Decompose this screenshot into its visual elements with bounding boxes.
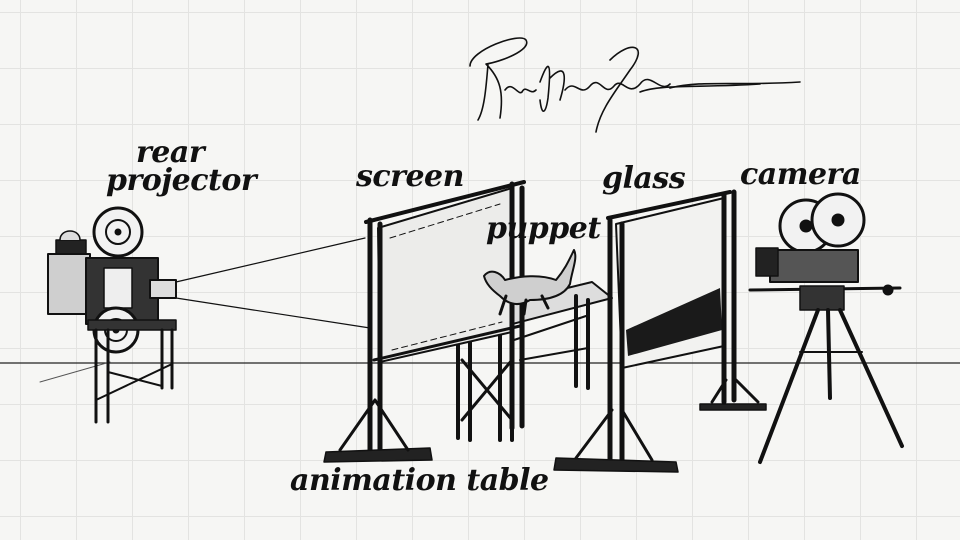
signature	[469, 37, 801, 133]
camera-drawing	[748, 192, 904, 464]
puppet-dinosaur	[483, 249, 577, 316]
ground-shadow	[39, 361, 111, 383]
projector-beam-bottom	[175, 297, 371, 329]
rear-projector-drawing	[47, 206, 177, 424]
label-glass: glass	[602, 161, 686, 196]
label-camera: camera	[740, 157, 861, 192]
label-screen: screen	[356, 159, 464, 194]
label-animation-table: animation table	[290, 463, 549, 498]
projector-beam-top	[175, 237, 366, 283]
label-puppet: puppet	[486, 211, 601, 246]
glass-drawing	[553, 189, 767, 473]
label-rear: rear	[136, 135, 205, 170]
label-projector: projector	[106, 163, 257, 198]
screen-drawing	[323, 180, 526, 463]
